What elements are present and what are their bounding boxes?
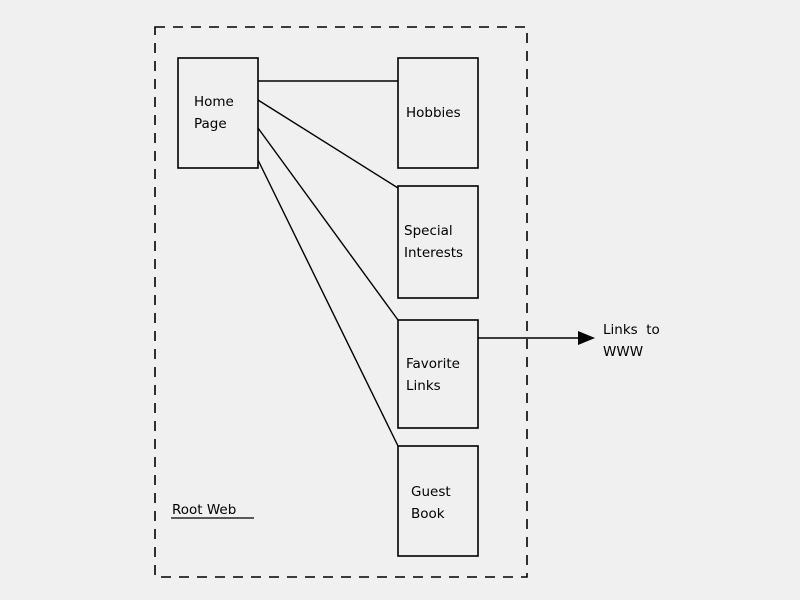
node-special-interests-label-line1: Special xyxy=(404,223,453,239)
node-favorite-links-box[interactable] xyxy=(397,319,479,429)
node-special-interests-box[interactable] xyxy=(397,185,479,299)
node-home-page-label-line1: Home xyxy=(194,94,234,110)
node-home-page[interactable]: Home Page xyxy=(177,57,259,169)
node-favorite-links[interactable]: Favorite Links xyxy=(397,319,479,429)
connector-home-page-to-special-interests xyxy=(257,99,399,189)
node-special-interests[interactable]: Special Interests xyxy=(397,185,479,299)
node-guest-book-label-line2: Book xyxy=(411,506,445,522)
arrow-head-icon xyxy=(578,331,595,345)
node-hobbies-label-line1: Hobbies xyxy=(406,105,461,121)
node-favorite-links-label-line1: Favorite xyxy=(406,356,460,372)
root-web-group-border xyxy=(154,26,528,578)
node-home-page-box[interactable] xyxy=(177,57,259,169)
connector-home-page-to-favorite-links xyxy=(257,127,399,321)
external-link-label-line2: WWW xyxy=(603,344,643,360)
node-home-page-label-line2: Page xyxy=(194,116,227,132)
node-guest-book-box[interactable] xyxy=(397,445,479,557)
node-hobbies-box[interactable] xyxy=(397,57,479,169)
node-guest-book[interactable]: Guest Book xyxy=(397,445,479,557)
node-favorite-links-label-line2: Links xyxy=(406,378,441,394)
root-web-label-text: Root Web xyxy=(172,502,236,518)
external-link-arrow: Links to WWW xyxy=(478,322,660,360)
root-web-group-label: Root Web xyxy=(171,502,254,519)
node-hobbies[interactable]: Hobbies xyxy=(397,57,479,169)
node-special-interests-label-line2: Interests xyxy=(404,245,463,261)
external-link-label-line1: Links to xyxy=(603,322,660,338)
connector-home-page-to-guest-book xyxy=(257,159,399,447)
node-guest-book-label-line1: Guest xyxy=(411,484,451,500)
